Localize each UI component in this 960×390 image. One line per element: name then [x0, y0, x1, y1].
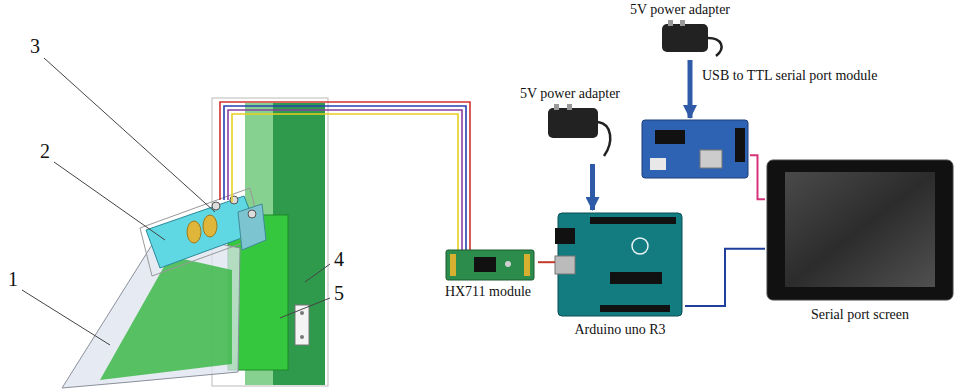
- power-adapter: [662, 20, 722, 56]
- component-label: Serial port screen: [811, 307, 909, 323]
- component-box: Arduino uno R3: [555, 210, 685, 338]
- hx711-board: [446, 250, 534, 280]
- component-label: HX711 module: [445, 284, 531, 300]
- usb-ttl-board: [642, 120, 748, 178]
- component-box: HX711 module: [438, 246, 538, 300]
- component-label: USB to TTL serial port module: [702, 68, 877, 84]
- callout-number: 4: [334, 248, 344, 270]
- callout-number: 5: [334, 282, 344, 304]
- component-label: 5V power adapter: [520, 86, 620, 102]
- callout-number: 1: [8, 268, 18, 290]
- power-arrow: [688, 60, 693, 118]
- component-label: 5V power adapter: [630, 2, 730, 18]
- component-box: Serial port screen: [765, 158, 955, 323]
- power-adapter: [548, 104, 610, 156]
- leader-lines: [22, 58, 330, 345]
- serial-screen: [767, 160, 953, 300]
- callout-number: 3: [30, 35, 40, 57]
- component-label: Arduino uno R3: [575, 322, 666, 338]
- wire-connector: [538, 261, 555, 263]
- component-box: 5V power adapter: [620, 2, 740, 60]
- arduino-board: [555, 213, 682, 316]
- wire-connector: [750, 155, 765, 199]
- component-box: USB to TTL serial port module: [640, 118, 750, 180]
- weighing-device: [62, 98, 328, 388]
- power-arrow: [590, 164, 595, 210]
- component-box: 5V power adapter: [510, 86, 630, 164]
- sensor-wires: [220, 102, 470, 250]
- wire-connector: [685, 249, 765, 306]
- callout-number: 2: [40, 140, 50, 162]
